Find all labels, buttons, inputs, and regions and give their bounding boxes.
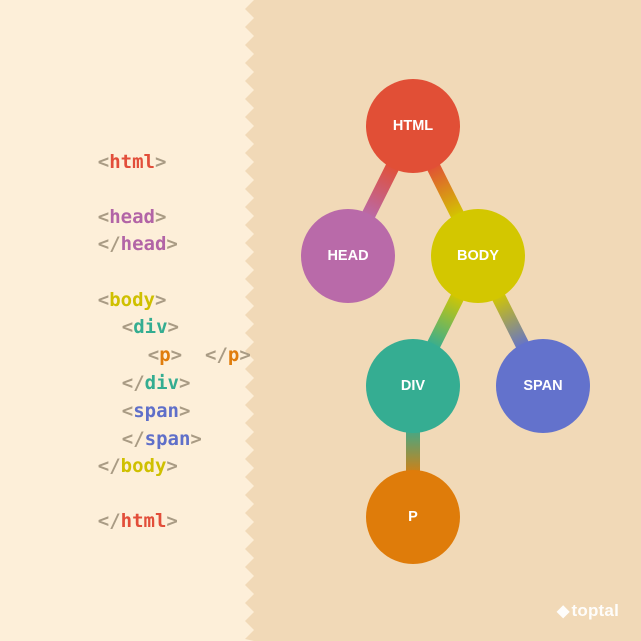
tree-node-span: SPAN	[496, 339, 590, 433]
code-line-head-close: </head>	[52, 208, 178, 255]
tree-node-label-div: DIV	[401, 378, 426, 394]
toptal-logo: ◆toptal	[557, 601, 619, 621]
bracket-open: <	[97, 206, 110, 228]
bracket-close: >	[166, 510, 178, 532]
toptal-mark-icon: ◆	[557, 603, 570, 620]
bracket-open-slash: </	[97, 233, 121, 255]
tree-node-label-html: HTML	[393, 118, 433, 134]
bracket-close: >	[154, 289, 167, 311]
tag-name-div: div	[133, 316, 168, 338]
bracket-close: >	[178, 400, 191, 422]
code-line-p: <p> </p>	[102, 319, 251, 366]
bracket-close: >	[166, 233, 178, 255]
bracket-close: >	[166, 455, 178, 477]
tree-node-head: HEAD	[301, 209, 395, 303]
code-line-body-open: <body>	[52, 264, 167, 311]
left-panel-zigzag	[0, 0, 254, 641]
tree-edges	[341, 122, 550, 517]
tag-name-body: body	[109, 289, 155, 311]
tag-name-body: body	[120, 455, 167, 477]
code-line-html-open: <html>	[52, 126, 167, 173]
tree-node-label-p: P	[408, 509, 418, 525]
tag-name-head: head	[109, 206, 155, 228]
bracket-close: >	[167, 316, 179, 338]
bracket-open-slash: </	[97, 455, 121, 477]
bracket-open: <	[97, 151, 110, 173]
tree-node-label-span: SPAN	[523, 378, 562, 394]
bracket-open-slash: </	[205, 344, 228, 366]
bracket-open-slash: </	[121, 372, 145, 394]
tree-node-circle-p	[366, 470, 460, 564]
bracket-open: <	[97, 289, 110, 311]
bracket-open: <	[147, 344, 160, 366]
tree-node-circle-div	[366, 339, 460, 433]
tree-node-circle-body	[431, 209, 525, 303]
bracket-close: >	[178, 372, 191, 394]
bracket-close: >	[170, 344, 183, 366]
bracket-close: >	[154, 206, 167, 228]
tag-name-html: html	[109, 151, 155, 173]
tag-name-div: div	[144, 372, 179, 394]
tree-node-label-body: BODY	[457, 248, 499, 264]
bracket-open: <	[121, 400, 134, 422]
tree-nodes: HTML HEAD BODY DIV SPAN P	[301, 79, 590, 564]
code-line-head-open: <head>	[52, 181, 167, 228]
code-line-span-open: <span>	[76, 375, 191, 422]
bracket-close: >	[154, 151, 167, 173]
code-line-div-close: </div>	[76, 347, 191, 394]
tree-node-html: HTML	[366, 79, 460, 173]
code-line-html-close: </html>	[52, 485, 178, 532]
code-line-span-close: </span>	[76, 403, 202, 450]
tree-node-div: DIV	[366, 339, 460, 433]
tag-name-span: span	[144, 428, 191, 450]
tree-node-p: P	[366, 470, 460, 564]
bracket-open-slash: </	[121, 428, 145, 450]
tree-node-circle-head	[301, 209, 395, 303]
tag-name-p-open: p	[159, 344, 171, 366]
logo-text: toptal	[571, 601, 619, 620]
tree-node-body: BODY	[431, 209, 525, 303]
bracket-close: >	[239, 344, 251, 366]
tag-name-span: span	[133, 400, 179, 422]
tag-name-html: html	[120, 510, 167, 532]
tag-name-head: head	[120, 233, 167, 255]
tree-node-circle-html	[366, 79, 460, 173]
code-line-body-close: </body>	[52, 430, 178, 477]
tree-node-label-head: HEAD	[327, 248, 368, 264]
code-line-div-open: <div>	[76, 291, 179, 338]
tree-node-circle-span	[496, 339, 590, 433]
bracket-open-slash: </	[97, 510, 121, 532]
tag-name-p-close: p	[227, 344, 240, 366]
bracket-open: <	[121, 316, 134, 338]
bracket-close: >	[190, 428, 202, 450]
